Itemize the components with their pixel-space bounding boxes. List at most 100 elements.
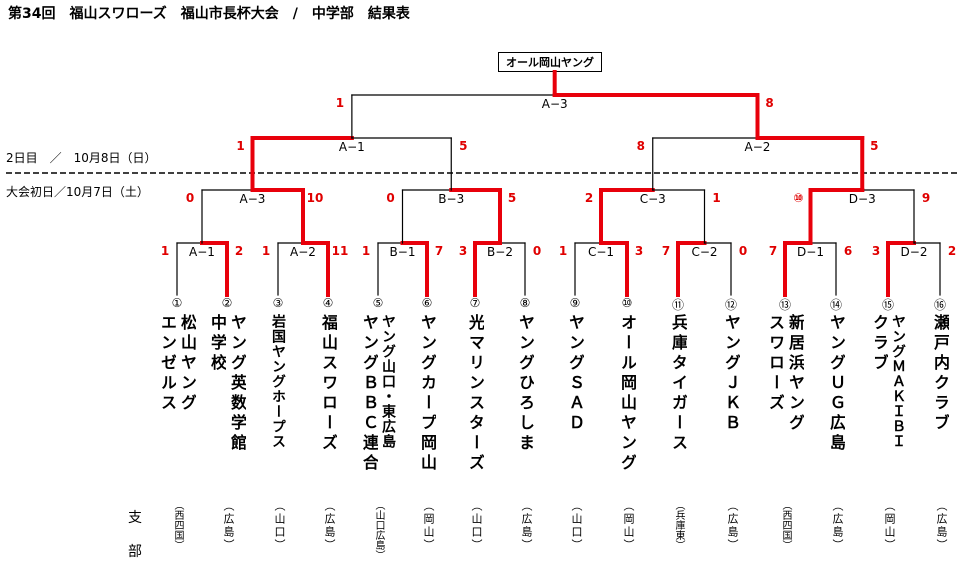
match-label: A−1 bbox=[338, 140, 365, 154]
team-name: ヤングひろしま bbox=[505, 314, 545, 492]
team-seed: ⑮ bbox=[881, 298, 894, 312]
team-name-line: エンゼルス bbox=[158, 314, 176, 414]
match-label: D−2 bbox=[900, 245, 928, 259]
team-prefecture: （西四国） bbox=[172, 500, 183, 550]
team-name-line: 中学校 bbox=[208, 314, 226, 374]
team-prefecture: （広島） bbox=[222, 500, 235, 552]
score-left: 1 bbox=[160, 244, 170, 258]
team-name-line: ヤングＳＡＤ bbox=[566, 314, 584, 434]
score-left: 8 bbox=[636, 139, 645, 153]
team-name-line: 兵庫タイガース bbox=[669, 314, 687, 454]
team-name-line: 福山スワローズ bbox=[319, 314, 337, 454]
team-prefecture: （西四国） bbox=[780, 500, 791, 550]
team-seed: ④ bbox=[322, 296, 334, 310]
team-name: ヤングカープ岡山 bbox=[407, 314, 447, 492]
team-seed: ⑬ bbox=[778, 298, 791, 312]
team-seed: ⑨ bbox=[569, 296, 581, 310]
team-prefecture: （山口広島） bbox=[373, 500, 384, 560]
team-prefecture: （広島） bbox=[726, 500, 739, 552]
team-seed: ⑫ bbox=[724, 298, 737, 312]
team-prefecture: （山口） bbox=[570, 500, 583, 552]
team-seed: ⑩ bbox=[621, 296, 633, 310]
team-prefecture: （兵庫東） bbox=[673, 500, 684, 550]
match-label: A−2 bbox=[290, 245, 316, 259]
team-seed: ⑪ bbox=[671, 298, 684, 312]
score-left: 2 bbox=[584, 191, 594, 205]
team-name: 光マリンスターズ bbox=[455, 314, 495, 492]
match-label: A−2 bbox=[744, 140, 771, 154]
team-seed: ⑧ bbox=[519, 296, 531, 310]
champion-box: オール岡山ヤング bbox=[498, 52, 602, 72]
team-name-line: 松山ヤング bbox=[178, 314, 196, 414]
team-prefecture: （岡山） bbox=[422, 500, 435, 552]
team-name: 岩国ヤングホープス bbox=[258, 314, 298, 492]
team-name: 新居浜ヤングスワローズ bbox=[765, 314, 805, 492]
team-prefecture: （広島） bbox=[520, 500, 533, 552]
day1-label: 大会初日／10月7日（土） bbox=[6, 185, 149, 199]
score-right: 2 bbox=[234, 244, 244, 258]
team-name: オール岡山ヤング bbox=[607, 314, 647, 492]
branch-label-2: 部 bbox=[128, 544, 142, 560]
score-left: 7 bbox=[661, 244, 671, 258]
score-right: 10 bbox=[306, 191, 324, 205]
match-label: D−3 bbox=[848, 192, 876, 206]
team-name: ヤング英数学館中学校 bbox=[207, 314, 247, 492]
team-name-line: ヤング英数学館 bbox=[228, 314, 246, 454]
match-label: A−1 bbox=[189, 245, 215, 259]
team-name: 瀬戸内クラブ bbox=[920, 314, 960, 492]
score-left: 0 bbox=[386, 191, 395, 205]
score-left: 7 bbox=[768, 244, 778, 258]
team-name-line: 新居浜ヤング bbox=[786, 314, 804, 434]
score-left: 1 bbox=[261, 244, 271, 258]
score-right: 0 bbox=[738, 244, 748, 258]
team-seed: ⑯ bbox=[933, 298, 946, 312]
match-label: B−2 bbox=[487, 245, 513, 259]
score-right: 8 bbox=[765, 96, 774, 110]
match-label: A−3 bbox=[541, 97, 568, 111]
team-name: ヤングＳＡＤ bbox=[555, 314, 595, 492]
team-name-line: ヤングＢＢＣ連合 bbox=[360, 314, 378, 474]
score-left: 3 bbox=[458, 244, 468, 258]
team-prefecture: （岡山） bbox=[622, 500, 635, 552]
team-prefecture: （山口） bbox=[273, 500, 286, 552]
score-right: 5 bbox=[507, 191, 517, 205]
score-right: 9 bbox=[921, 191, 931, 205]
score-right: 7 bbox=[434, 244, 444, 258]
team-name: 兵庫タイガース bbox=[658, 314, 698, 492]
score-left: 1 bbox=[335, 96, 345, 110]
team-name: ヤングＵＧ広島 bbox=[816, 314, 856, 492]
score-right: 2 bbox=[947, 244, 957, 258]
score-right: 1 bbox=[712, 191, 721, 205]
team-name-line: ヤングカープ岡山 bbox=[418, 314, 436, 474]
match-label: C−3 bbox=[639, 192, 666, 206]
score-right: 11 bbox=[331, 244, 349, 258]
day2-label: 2日目 ／ 10月8日（日） bbox=[6, 151, 157, 165]
team-prefecture: （広島） bbox=[831, 500, 844, 552]
team-seed: ⑤ bbox=[372, 296, 384, 310]
match-label: D−1 bbox=[797, 245, 824, 259]
team-prefecture: （岡山） bbox=[883, 500, 896, 552]
team-name-line: ヤングＭＡＫＩＢＩ bbox=[890, 314, 906, 449]
team-prefecture: （山口） bbox=[470, 500, 483, 552]
team-name-line: スワローズ bbox=[766, 314, 784, 414]
team-seed: ⑥ bbox=[421, 296, 433, 310]
team-name-line: クラブ bbox=[870, 314, 888, 374]
team-seed: ⑦ bbox=[469, 296, 481, 310]
team-name: ヤング山口・東広島ヤングＢＢＣ連合 bbox=[358, 314, 398, 492]
score-right: 6 bbox=[843, 244, 853, 258]
team-seed: ⑭ bbox=[829, 298, 842, 312]
team-name-line: 岩国ヤングホープス bbox=[270, 314, 286, 449]
team-name-line: 瀬戸内クラブ bbox=[931, 314, 949, 434]
match-label: B−1 bbox=[389, 245, 416, 259]
score-left: 0 bbox=[185, 191, 195, 205]
team-name-line: ヤングひろしま bbox=[516, 314, 534, 454]
score-right: 3 bbox=[634, 244, 644, 258]
team-name-line: オール岡山ヤング bbox=[618, 314, 636, 474]
team-name: 松山ヤングエンゼルス bbox=[157, 314, 197, 492]
team-name-line: ヤング山口・東広島 bbox=[380, 314, 396, 449]
team-prefecture: （広島） bbox=[323, 500, 336, 552]
team-name-line: 光マリンスターズ bbox=[466, 314, 484, 474]
